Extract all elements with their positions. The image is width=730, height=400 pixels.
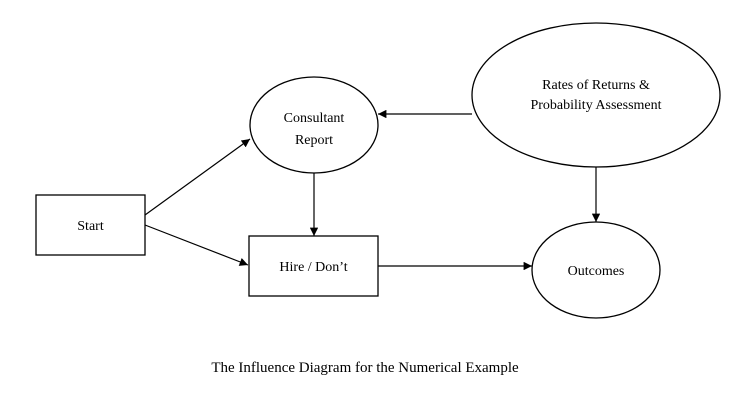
rates-assessment-label-line2: Probability Assessment: [530, 98, 661, 113]
diagram-caption: The Influence Diagram for the Numerical …: [211, 360, 519, 376]
rates-assessment-label-line1: Rates of Returns &: [542, 78, 650, 93]
consultant-report-node: Consultant Report: [249, 76, 379, 174]
consultant-report-label-line2: Report: [295, 133, 333, 148]
rates-assessment-node: Rates of Returns & Probability Assessmen…: [471, 22, 721, 168]
start-label: Start: [77, 219, 104, 234]
outcomes-node: Outcomes: [531, 221, 661, 319]
edge-start-to-consultant-report: [144, 138, 251, 216]
edge-start-to-hire-dont: [144, 224, 249, 266]
hire-dont-node: Hire / Don’t: [248, 235, 379, 297]
start-node: Start: [35, 194, 146, 256]
outcomes-label: Outcomes: [568, 264, 625, 279]
consultant-report-label-line1: Consultant: [284, 111, 345, 126]
hire-dont-label: Hire / Don’t: [279, 260, 347, 275]
